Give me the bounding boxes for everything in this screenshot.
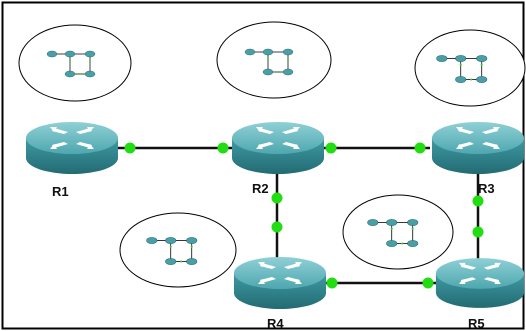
link-dot [217, 142, 229, 154]
link-dot [472, 195, 484, 207]
link-dot [271, 192, 283, 204]
router-label-r3: R3 [478, 181, 495, 196]
mini-topology-callout [18, 24, 132, 102]
mini-topology-callout [414, 29, 526, 107]
router-label-r1: R1 [52, 184, 69, 199]
router-r3-icon[interactable] [432, 122, 524, 174]
link-dot [124, 142, 136, 154]
router-r2-icon[interactable] [232, 122, 324, 174]
mini-topology-callout [216, 21, 332, 99]
router-label-r2: R2 [252, 181, 269, 196]
link-dot [422, 277, 434, 289]
mini-topology-callout [342, 194, 454, 270]
link-dot [325, 142, 337, 154]
router-label-r5: R5 [468, 316, 485, 331]
link-dot [414, 142, 426, 154]
link-dots [124, 142, 484, 289]
router-label-r4: R4 [267, 316, 284, 331]
link-dot [472, 226, 484, 238]
router-r1-icon[interactable] [26, 122, 118, 174]
mini-topology-callout [119, 212, 237, 288]
link-dot [326, 277, 338, 289]
router-r5-icon[interactable] [435, 258, 525, 308]
link-dot [271, 221, 283, 233]
router-r4-icon[interactable] [234, 257, 326, 309]
